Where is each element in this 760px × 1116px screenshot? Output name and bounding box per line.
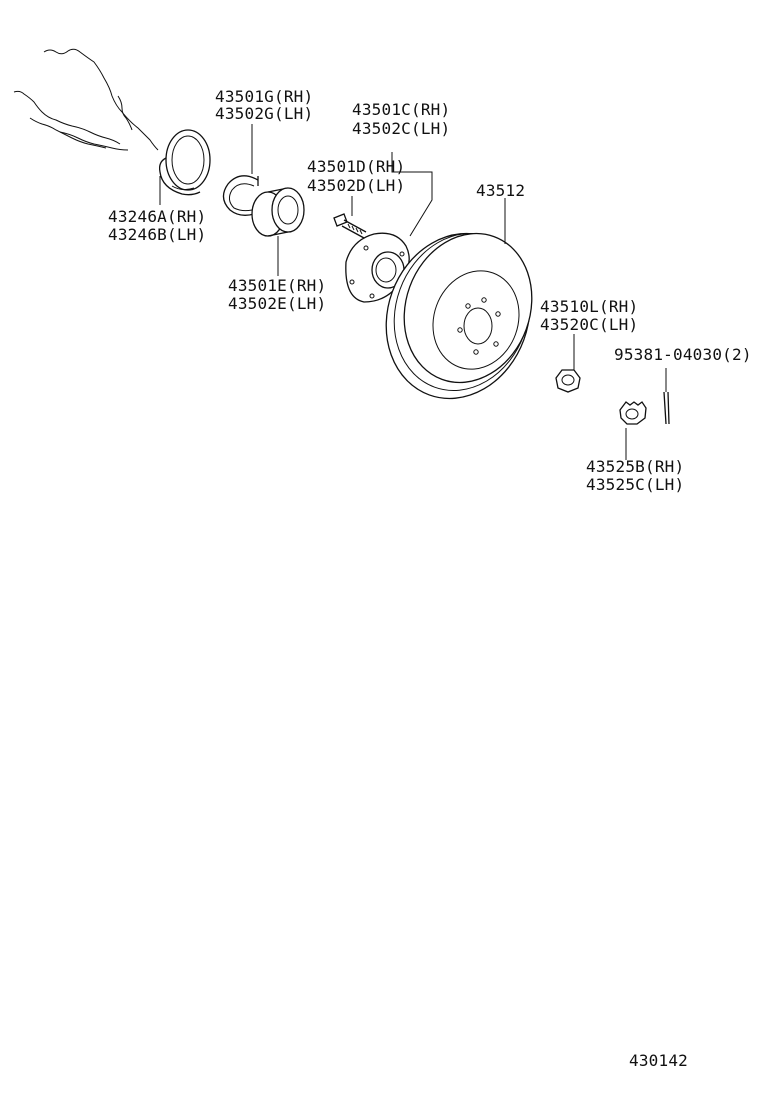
brake-rotor-part [385,232,533,400]
rotor-label: 43512 [476,181,526,200]
pin-label: 95381-04030(2) [614,345,752,364]
bearing-lh-label: 43502E(LH) [228,294,327,313]
nut-rh-label: 43525B(RH) [586,457,685,476]
bolt-lh-label: 43502D(LH) [307,176,406,195]
seal-rh-label: 43246A(RH) [108,207,207,226]
castle-nut-part [619,401,647,425]
figure-number: 430142 [629,1051,688,1070]
cotter-pin-part [663,368,670,425]
hub-cap-part [555,369,581,393]
seal-lh-label: 43246B(LH) [108,225,207,244]
bolt-rh-label: 43501D(RH) [307,157,406,176]
hub-lh-label: 43502C(LH) [352,119,451,138]
cap-rh-label: 43510L(RH) [540,297,639,316]
hub-bolt-part [333,213,367,239]
axle-hub-part [345,232,410,303]
snap-rh-label: 43501G(RH) [215,87,314,106]
nut-lh-label: 43525C(LH) [586,475,685,494]
bearing-rh-label: 43501E(RH) [228,276,327,295]
hub-rh-label: 43501C(RH) [352,100,451,119]
snap-ring-part [222,175,259,216]
oil-seal-part [158,129,211,196]
bearing-part [251,187,305,237]
snap-lh-label: 43502G(LH) [215,104,314,123]
cap-lh-label: 43520C(LH) [540,315,639,334]
hand-pointer-icon [13,48,159,151]
